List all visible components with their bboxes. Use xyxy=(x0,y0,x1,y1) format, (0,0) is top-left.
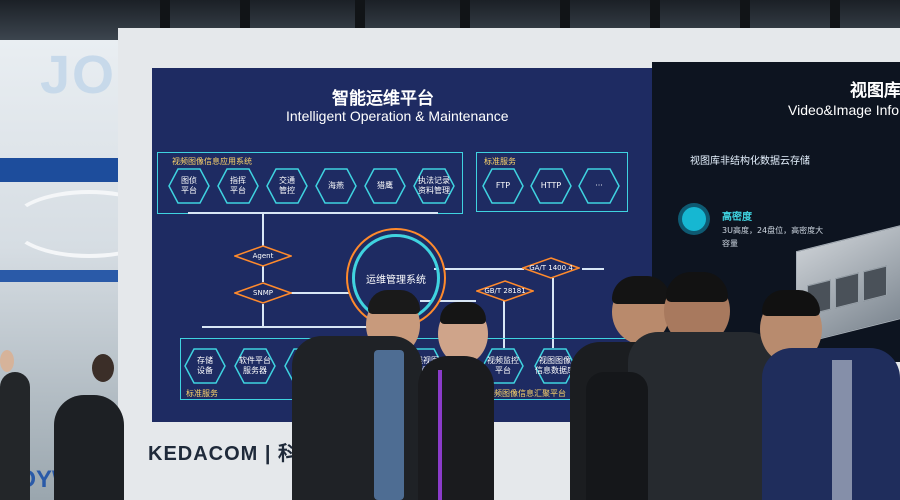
truss xyxy=(740,0,750,36)
standard-service-node: FTP xyxy=(482,168,524,204)
app-system-node: 执法记录 资料管理 xyxy=(413,168,455,204)
connector-line xyxy=(262,212,264,246)
feature-title: 高密度 xyxy=(722,212,752,223)
feature-desc-line2: 容量 xyxy=(722,239,738,248)
infrastructure-node: 存储 设备 xyxy=(184,348,226,384)
connector-line xyxy=(503,300,505,348)
truss xyxy=(830,0,840,36)
truss xyxy=(355,0,365,36)
board-brand: KEDACOM | 科达 xyxy=(148,443,321,465)
truss xyxy=(460,0,470,36)
connector-line xyxy=(262,304,264,326)
app-system-label: 视频图像信息应用系统 xyxy=(172,157,252,166)
aggregation-platform-label: 视频图像信息汇聚平台 xyxy=(486,389,566,398)
bottom-standard-label: 标准服务 xyxy=(186,389,218,398)
protocol-ga-1400: GA/T 1400.4 xyxy=(522,257,580,279)
connector-line xyxy=(202,326,382,328)
screen-title-cn: 智能运维平台 xyxy=(332,89,434,109)
app-system-node: 猎鹰 xyxy=(364,168,406,204)
truss xyxy=(650,0,660,36)
aggregation-node: 视频监控 平台 xyxy=(482,348,524,384)
standard-service-label: 标准服务 xyxy=(484,157,516,166)
connector-line xyxy=(434,268,524,270)
aggregation-node: 视图图像 信息数据库 xyxy=(534,348,576,384)
standard-service-group xyxy=(476,152,628,212)
standard-service-node: ··· xyxy=(578,168,620,204)
app-system-node: 交通 管控 xyxy=(266,168,308,204)
connector-line xyxy=(188,212,438,214)
connector-line xyxy=(290,292,352,294)
hall-stripe xyxy=(0,158,125,182)
right-title-en: Video&Image Info xyxy=(788,102,900,118)
connector-line xyxy=(420,300,476,302)
truss xyxy=(240,0,250,36)
connector-line xyxy=(552,278,554,348)
truss xyxy=(160,0,170,36)
app-system-node: 海燕 xyxy=(315,168,357,204)
right-title-cn: 视图库 xyxy=(850,81,900,101)
standard-service-node: HTTP xyxy=(530,168,572,204)
app-system-node: 指挥 平台 xyxy=(217,168,259,204)
hall-logo: JO xyxy=(40,45,117,105)
truss xyxy=(560,0,570,36)
server-bay xyxy=(835,272,859,309)
feature-dot-icon xyxy=(682,207,706,231)
screen-title-en: Intelligent Operation & Maintenance xyxy=(286,108,509,124)
protocol-agent: Agent xyxy=(234,245,292,267)
infrastructure-node: 软件平台 服务器 xyxy=(234,348,276,384)
app-system-group xyxy=(157,152,463,214)
protocol-snmp: SNMP xyxy=(234,282,292,304)
app-system-node: 图侦 平台 xyxy=(168,168,210,204)
server-bay xyxy=(863,265,887,302)
protocol-gbt-28181: GB/T 28181 xyxy=(476,280,534,302)
connector-line xyxy=(582,268,604,270)
hall-stripe xyxy=(0,270,125,282)
right-subtitle: 视图库非结构化数据云存储 xyxy=(690,156,810,167)
connector-line xyxy=(262,266,264,282)
feature-desc-line1: 3U高度，24盘位，高密度大 xyxy=(722,226,824,235)
